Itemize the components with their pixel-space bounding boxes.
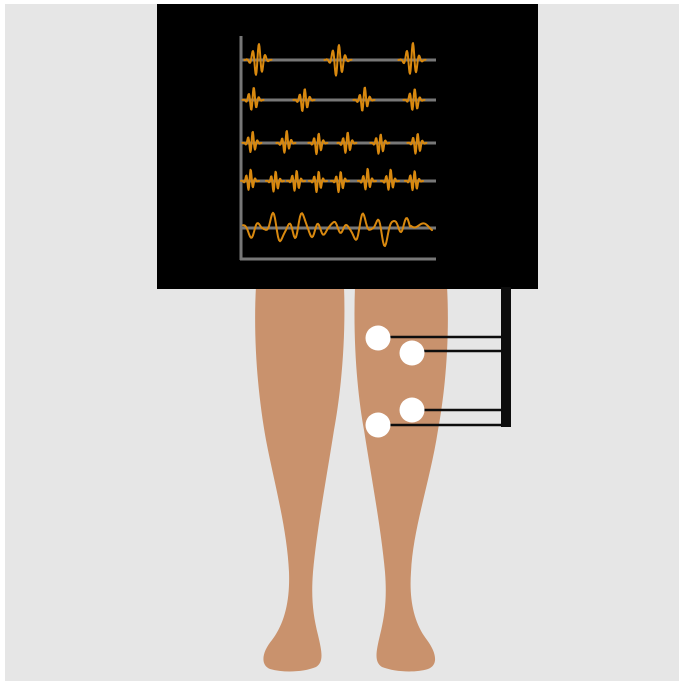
- monitor-screen: [157, 4, 538, 289]
- emg-monitor: [157, 4, 538, 289]
- electrode-3: [400, 398, 425, 423]
- electrode-1: [366, 326, 391, 351]
- electrode-4: [366, 413, 391, 438]
- main-cable: [501, 287, 511, 427]
- electrode-2: [400, 341, 425, 366]
